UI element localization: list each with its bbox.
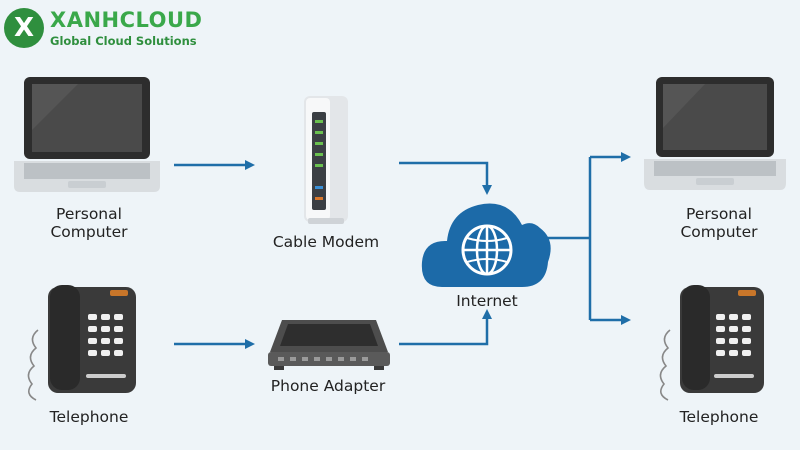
- brand-logo: X XANHCLOUD Global Cloud Solutions: [4, 6, 214, 48]
- cable-modem-icon: [304, 96, 348, 224]
- laptop-icon: [14, 77, 160, 192]
- brand-logo-icon: X: [4, 8, 44, 48]
- right-computer-label-line1: Personal: [686, 205, 752, 223]
- arrow-adapter-to-internet: [399, 309, 492, 346]
- left-computer-label: Personal Computer: [30, 205, 148, 241]
- internet-label: Internet: [456, 292, 518, 310]
- cloud-globe-icon: [421, 203, 551, 287]
- right-telephone-label: Telephone: [679, 408, 759, 426]
- left-computer-label-line2: Computer: [50, 223, 128, 241]
- brand-name: XANHCLOUD: [50, 8, 203, 32]
- arrow-modem-to-internet: [399, 161, 492, 195]
- right-computer-label-line2: Computer: [680, 223, 758, 241]
- connector-arrows: [174, 152, 631, 349]
- phone-adapter-label: Phone Adapter: [270, 377, 386, 395]
- laptop-icon: [644, 77, 786, 190]
- left-computer-label-line1: Personal: [56, 205, 122, 223]
- telephone-icon: [27, 285, 136, 401]
- phone-adapter-icon: [268, 320, 390, 370]
- brand-tagline: Global Cloud Solutions: [50, 34, 197, 48]
- left-telephone-label: Telephone: [49, 408, 129, 426]
- telephone-icon: [659, 285, 764, 401]
- cable-modem-label: Cable Modem: [272, 233, 380, 251]
- right-computer-label: Personal Computer: [660, 205, 778, 241]
